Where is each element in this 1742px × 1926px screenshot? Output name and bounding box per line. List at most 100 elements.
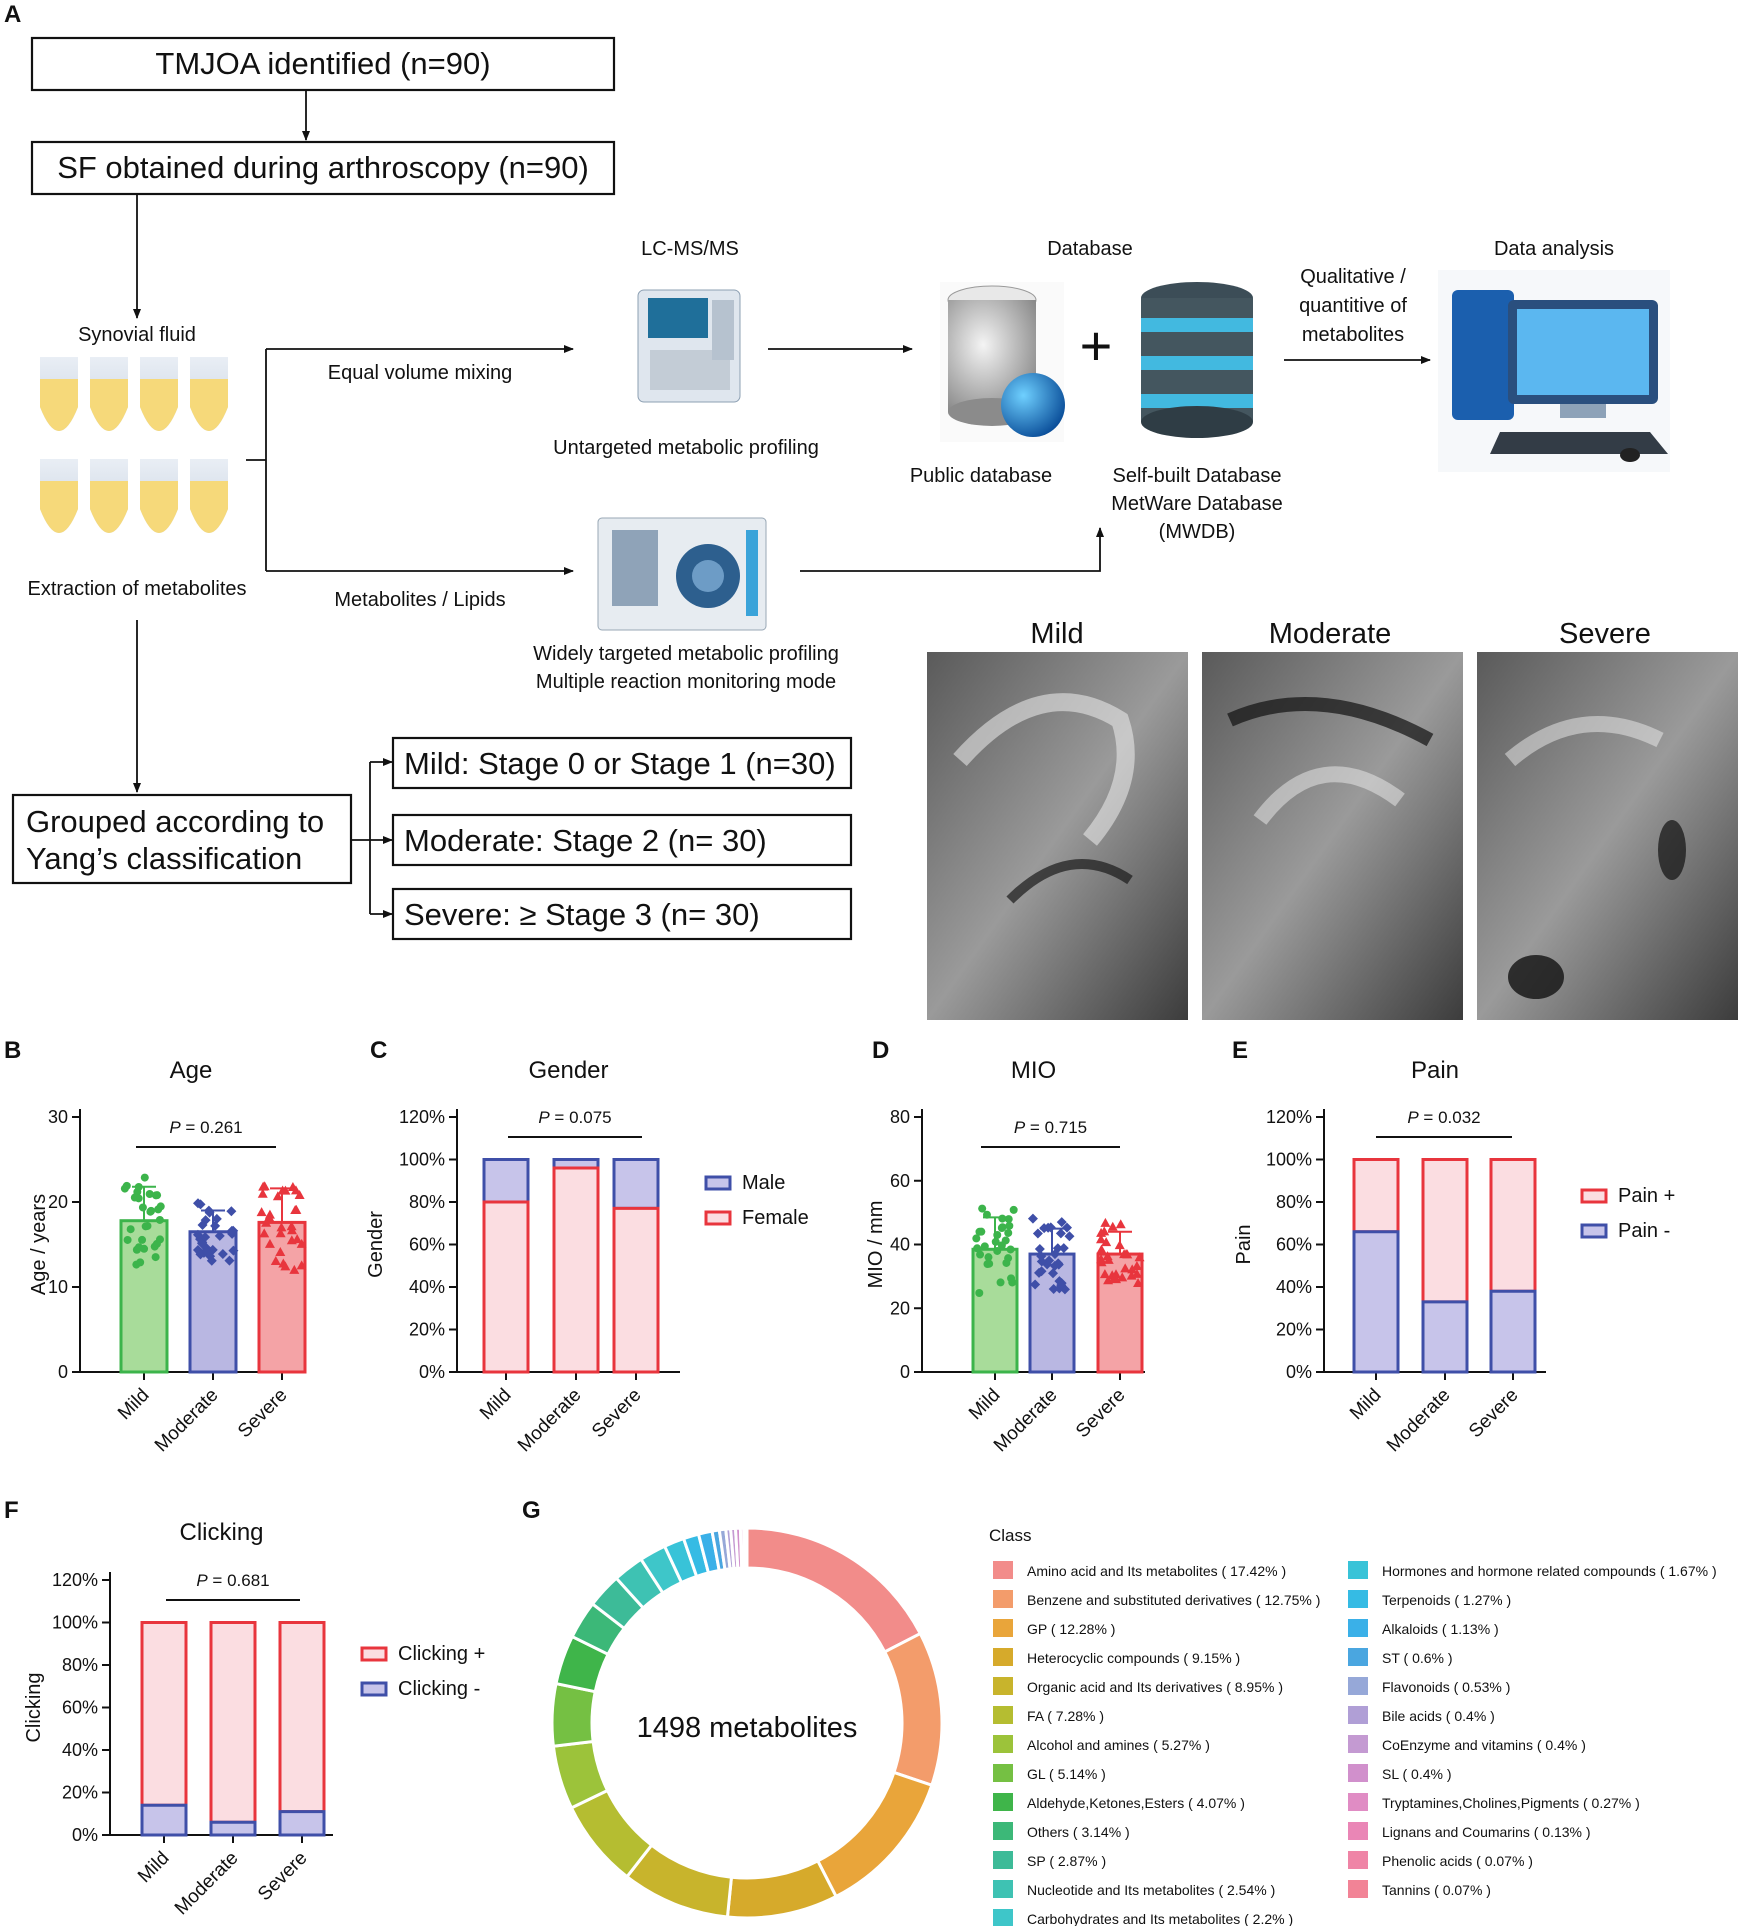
age-point — [140, 1173, 149, 1182]
age-point — [211, 1213, 222, 1224]
mio-point — [1100, 1217, 1111, 1227]
age-ytick-label: 10 — [48, 1277, 68, 1297]
mio-point — [1061, 1222, 1072, 1233]
age-point — [286, 1235, 297, 1245]
quantitive-label: quantitive of — [1299, 295, 1407, 317]
mwdb-label: (MWDB) — [1159, 521, 1236, 543]
legend-label: Lignans and Coumarins ( 0.13% ) — [1382, 1824, 1591, 1840]
age-point — [206, 1255, 217, 1266]
age-point — [202, 1247, 213, 1258]
age-point — [258, 1181, 269, 1191]
mio-point — [1007, 1274, 1016, 1283]
clicking-bar-top — [140, 1621, 188, 1807]
mio-point — [1036, 1251, 1047, 1262]
legend-swatch — [1348, 1764, 1368, 1782]
grouped-label-line1: Grouped according to — [26, 804, 324, 839]
mrm-label: Multiple reaction monitoring mode — [536, 671, 836, 693]
clicking-bar-bottom — [140, 1803, 188, 1837]
gender-xtick-label: Severe — [588, 1385, 645, 1442]
mio-point — [1052, 1243, 1063, 1254]
gender-bar-top — [482, 1158, 530, 1204]
clicking-ytick-label: 100% — [52, 1613, 98, 1633]
mio-ytick-label: 20 — [890, 1298, 910, 1318]
age-point — [296, 1238, 307, 1248]
mio-point — [973, 1244, 982, 1253]
legend-label: GL ( 5.14% ) — [1027, 1766, 1106, 1782]
mri-mild-label: Mild — [1030, 618, 1083, 650]
age-point — [294, 1189, 305, 1199]
donut-slice — [744, 1526, 749, 1570]
mio-ytick-label: 0 — [900, 1362, 910, 1382]
age-ylabel: Age / years — [28, 1194, 50, 1295]
age-p-value: P = 0.261 — [169, 1118, 242, 1137]
database-label: Database — [1047, 238, 1133, 260]
age-point — [270, 1255, 281, 1265]
mio-point — [1096, 1257, 1107, 1267]
gender-ytick-label: 20% — [409, 1320, 445, 1340]
mio-point — [998, 1223, 1007, 1232]
clicking-ytick-label: 120% — [52, 1570, 98, 1590]
mio-point — [1001, 1236, 1010, 1245]
age-point — [204, 1207, 215, 1218]
mio-ytick-label: 40 — [890, 1235, 910, 1255]
age-point — [145, 1189, 154, 1198]
mri-moderate-image — [1202, 652, 1463, 1020]
age-point — [153, 1191, 162, 1200]
clicking-bar-top — [278, 1621, 326, 1814]
gender-xtick-label: Mild — [476, 1385, 515, 1424]
untargeted-label: Untargeted metabolic profiling — [553, 437, 819, 459]
age-point — [272, 1191, 283, 1201]
legend-swatch — [993, 1764, 1013, 1782]
mio-point — [1107, 1221, 1118, 1231]
age-point — [193, 1198, 204, 1209]
age-point — [280, 1261, 291, 1271]
mio-point — [1064, 1231, 1075, 1242]
gender-legend-swatch — [704, 1175, 732, 1191]
age-point — [296, 1260, 307, 1270]
age-point — [287, 1182, 298, 1192]
pain-bar-top — [1352, 1158, 1400, 1234]
legend-label: Carbohydrates and Its metabolites ( 2.2%… — [1027, 1911, 1293, 1926]
gender-legend-swatch — [704, 1210, 732, 1226]
mio-point — [993, 1230, 1002, 1239]
panel-letter-d: D — [872, 1037, 889, 1064]
panel-letter-g: G — [522, 1497, 541, 1524]
mio-point — [1099, 1269, 1110, 1279]
panel-letter-e: E — [1232, 1037, 1248, 1064]
legend-swatch — [993, 1590, 1013, 1608]
tmjoa-box — [30, 36, 616, 92]
mio-point — [1006, 1245, 1015, 1254]
clicking-ytick-label: 0% — [72, 1825, 98, 1845]
legend-swatch — [993, 1851, 1013, 1869]
mio-point — [980, 1242, 989, 1251]
mio-point — [1096, 1227, 1107, 1237]
mio-point — [1055, 1228, 1066, 1239]
age-point — [289, 1264, 300, 1274]
lcms-label: LC-MS/MS — [641, 238, 739, 260]
pain-ytick-label: 80% — [1276, 1192, 1312, 1212]
mio-point — [1048, 1268, 1059, 1279]
gender-chart: Gender0%20%40%60%80%100%120%GenderMildMo… — [365, 1057, 809, 1456]
age-ytick-label: 0 — [58, 1362, 68, 1382]
mri-severe-label: Severe — [1559, 618, 1651, 650]
mio-point — [1122, 1249, 1133, 1259]
gender-xtick-label: Moderate — [514, 1385, 586, 1457]
legend-label: Others ( 3.14% ) — [1027, 1824, 1130, 1840]
panel-letter-b: B — [4, 1037, 21, 1064]
age-point — [228, 1245, 239, 1256]
legend-swatch — [1348, 1619, 1368, 1637]
mio-point — [976, 1250, 985, 1259]
legend-label: Organic acid and Its derivatives ( 8.95%… — [1027, 1679, 1283, 1695]
legend-swatch — [1348, 1793, 1368, 1811]
mio-point — [1103, 1275, 1114, 1285]
pain-bar-bottom — [1421, 1300, 1469, 1374]
legend-swatch — [993, 1735, 1013, 1753]
legend-label: Hormones and hormone related compounds (… — [1382, 1563, 1717, 1579]
panel-letter-a: A — [4, 1, 21, 28]
age-ytick-label: 20 — [48, 1192, 68, 1212]
mass-spectrometer-icon — [637, 289, 741, 403]
legend-swatch — [993, 1648, 1013, 1666]
pain-bar-top — [1489, 1158, 1537, 1293]
mio-ylabel: MIO / mm — [865, 1201, 887, 1289]
legend-label: Tryptamines,Cholines,Pigments ( 0.27% ) — [1382, 1795, 1640, 1811]
